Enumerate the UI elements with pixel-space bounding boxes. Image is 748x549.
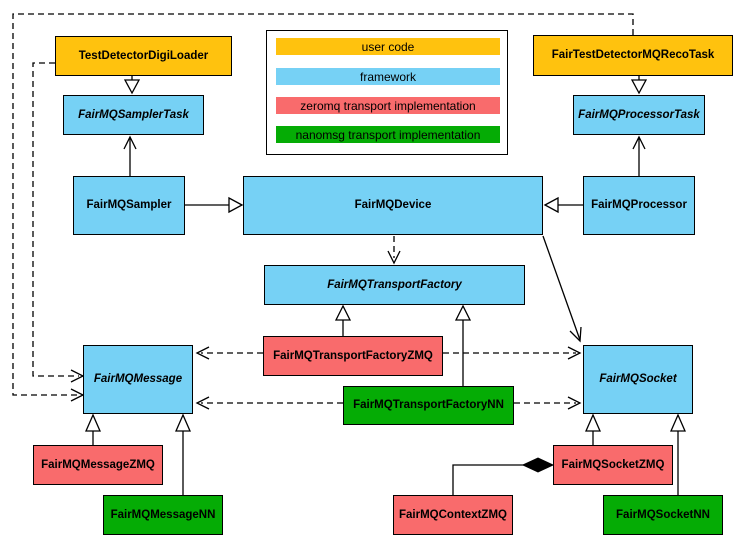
node-fairmq-sampler: FairMQSampler [73, 176, 185, 235]
edge-processor-to-processortask [632, 135, 646, 176]
node-fairmq-sampler-task: FairMQSamplerTask [63, 95, 204, 135]
node-fairmq-socket-nn: FairMQSocketNN [603, 495, 723, 535]
node-fairmq-message-nn: FairMQMessageNN [103, 495, 223, 535]
node-fairmq-processor: FairMQProcessor [583, 176, 695, 235]
edge-factoryzmq-extends-factory [334, 304, 352, 336]
edge-factorynn-to-message-dashed [195, 396, 343, 410]
node-fairmq-socket: FairMQSocket [583, 345, 693, 414]
edge-factorynn-extends-factory [454, 304, 472, 386]
edge-factoryzmq-to-socket-dashed [443, 346, 582, 360]
edge-socketzmq-composes-contextzmq [452, 457, 555, 495]
node-fairmq-message: FairMQMessage [83, 345, 193, 414]
legend-item-user-code: user code [276, 38, 500, 55]
node-test-detector-digi-loader: TestDetectorDigiLoader [55, 36, 232, 76]
node-fairmq-transport-factory-nn: FairMQTransportFactoryNN [343, 386, 514, 425]
legend-label: zeromq transport implementation [300, 98, 476, 113]
edge-factoryzmq-to-message-dashed [195, 346, 263, 360]
legend-item-framework: framework [276, 68, 500, 85]
node-fair-test-detector-mq-reco-task: FairTestDetectorMQRecoTask [533, 35, 733, 76]
edge-sampler-extends-device [185, 196, 244, 214]
node-fairmq-message-zmq: FairMQMessageZMQ [33, 445, 163, 485]
node-fairmq-socket-zmq: FairMQSocketZMQ [553, 445, 673, 485]
edge-factorynn-to-socket-dashed [514, 396, 582, 410]
node-fairmq-transport-factory: FairMQTransportFactory [264, 265, 525, 305]
edge-device-to-transportfactory-dashed [387, 236, 401, 265]
edge-messagenn-extends-message [175, 413, 191, 495]
legend-box: user code framework zeromq transport imp… [266, 30, 508, 155]
edge-sampler-to-samplertask [123, 135, 137, 176]
legend-label: user code [361, 39, 415, 54]
edge-device-to-socket [542, 235, 582, 343]
edge-digiloader-extends-samplertask [123, 76, 141, 95]
legend-label: nanomsg transport implementation [295, 127, 481, 142]
edge-socketnn-extends-socket [670, 413, 686, 495]
edge-socketzmq-extends-socket [585, 413, 601, 445]
edge-recotask-extends-processortask [630, 76, 648, 95]
node-fairmq-context-zmq: FairMQContextZMQ [393, 495, 513, 535]
legend-item-zeromq: zeromq transport implementation [276, 97, 500, 114]
legend-item-nanomsg: nanomsg transport implementation [276, 126, 500, 143]
node-fairmq-transport-factory-zmq: FairMQTransportFactoryZMQ [263, 336, 443, 376]
node-fairmq-device: FairMQDevice [243, 176, 543, 235]
node-fairmq-processor-task: FairMQProcessorTask [573, 95, 705, 135]
edge-processor-extends-device [543, 196, 583, 214]
edge-messagezmq-extends-message [85, 413, 101, 445]
legend-label: framework [359, 69, 416, 84]
